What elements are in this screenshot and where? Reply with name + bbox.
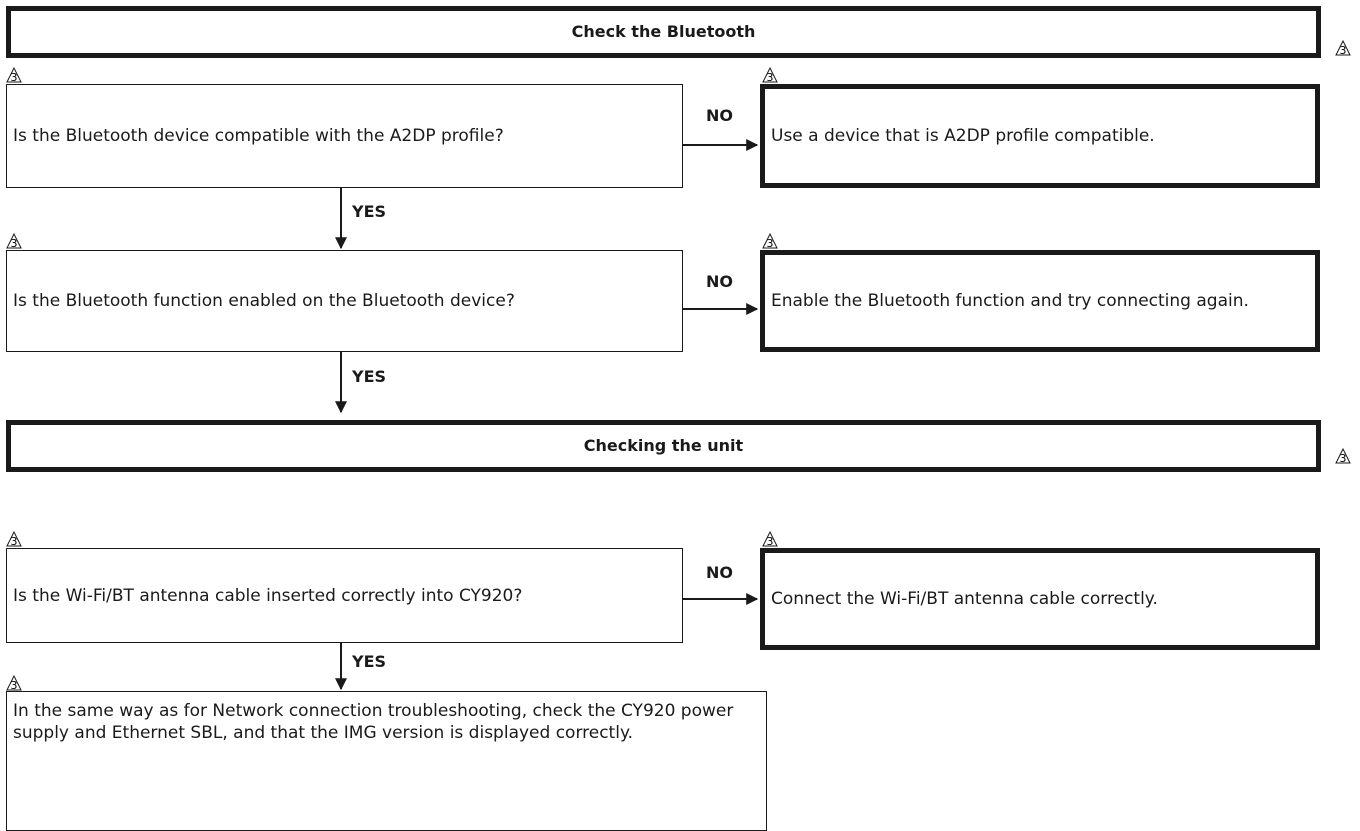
yes-label: YES [352,367,387,386]
yes-label: YES [352,202,387,221]
revision-triangle-icon: 3 [1333,448,1353,464]
svg-text:3: 3 [11,535,18,547]
action-box-connect-antenna: Connect the Wi-Fi/BT antenna cable corre… [760,548,1320,650]
final-step-box: In the same way as for Network connectio… [6,691,767,831]
revision-triangle-icon: 3 [4,67,24,83]
section-header-bluetooth: Check the Bluetooth [6,6,1321,58]
revision-triangle-icon: 3 [760,531,780,547]
decision-box-bt-enabled: Is the Bluetooth function enabled on the… [6,250,683,352]
section-header-unit: Checking the unit [6,420,1321,472]
decision-question: Is the Bluetooth function enabled on the… [13,291,515,311]
svg-text:3: 3 [11,71,18,83]
revision-triangle-icon: 3 [4,675,24,691]
decision-question: Is the Wi-Fi/BT antenna cable inserted c… [13,585,523,606]
decision-box-a2dp: Is the Bluetooth device compatible with … [6,84,683,188]
decision-box-antenna-cable: Is the Wi-Fi/BT antenna cable inserted c… [6,548,683,643]
section-title: Check the Bluetooth [571,22,756,41]
yes-label: YES [352,652,387,671]
action-text: Use a device that is A2DP profile compat… [771,126,1155,146]
no-label: NO [706,563,733,582]
revision-triangle-icon: 3 [4,531,24,547]
svg-text:3: 3 [11,679,18,691]
revision-triangle-icon: 3 [760,67,780,83]
svg-text:3: 3 [1340,44,1347,56]
revision-triangle-icon: 3 [4,233,24,249]
action-box-enable-bt: Enable the Bluetooth function and try co… [760,250,1320,352]
action-box-use-a2dp-device: Use a device that is A2DP profile compat… [760,84,1320,188]
action-text: Connect the Wi-Fi/BT antenna cable corre… [771,589,1158,609]
final-step-text: In the same way as for Network connectio… [13,701,734,743]
no-label: NO [706,106,733,125]
svg-text:3: 3 [767,237,774,249]
svg-text:3: 3 [11,237,18,249]
svg-text:3: 3 [1340,452,1347,464]
revision-triangle-icon: 3 [1333,40,1353,56]
svg-text:3: 3 [767,71,774,83]
revision-triangle-icon: 3 [760,233,780,249]
section-title: Checking the unit [583,436,744,455]
decision-question: Is the Bluetooth device compatible with … [13,126,504,146]
svg-text:3: 3 [767,535,774,547]
no-label: NO [706,272,733,291]
action-text: Enable the Bluetooth function and try co… [771,291,1249,311]
